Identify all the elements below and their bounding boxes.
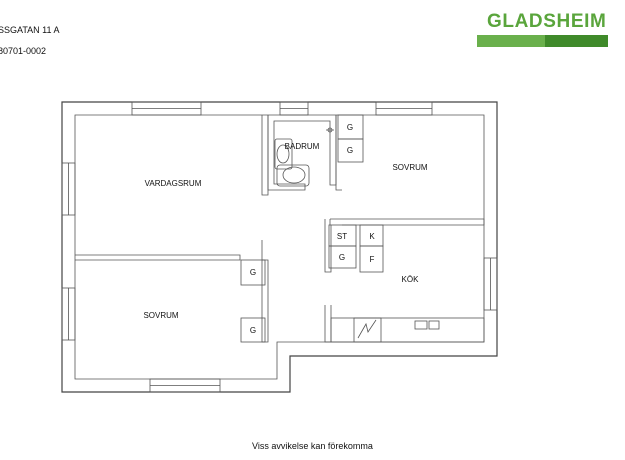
- closets: [240, 114, 384, 343]
- closet-label: G: [339, 253, 345, 262]
- logo-bar-light: [477, 35, 545, 47]
- closet-label: G: [250, 326, 256, 335]
- closet-label: G: [347, 146, 353, 155]
- room-label-sovrum-top: SOVRUM: [392, 163, 427, 172]
- fridge-label: K: [369, 232, 375, 241]
- room-label-sovrum-bottom: SOVRUM: [143, 311, 178, 320]
- room-label-badrum: BADRUM: [285, 142, 320, 151]
- bathroom-fixtures: [274, 127, 334, 187]
- logo-bar-dark: [545, 35, 608, 47]
- room-label-vardagsrum: VARDAGSRUM: [145, 179, 202, 188]
- gladsheim-logo: GLADSHEIM: [487, 11, 607, 32]
- freezer-label: F: [370, 255, 375, 264]
- interior-walls: [75, 115, 485, 343]
- storage-label: ST: [337, 232, 347, 241]
- windows: [61, 101, 498, 393]
- address-text: SSGATAN 11 A: [0, 25, 60, 35]
- outer-walls: [61, 101, 498, 393]
- kitchen-counter: [330, 317, 485, 343]
- closet-label: G: [250, 268, 256, 277]
- room-label-kok: KÖK: [402, 275, 420, 284]
- closet-label: G: [347, 123, 353, 132]
- object-number-text: 80701-0002: [0, 46, 47, 56]
- disclaimer-text: Viss avvikelse kan förekomma: [252, 441, 373, 451]
